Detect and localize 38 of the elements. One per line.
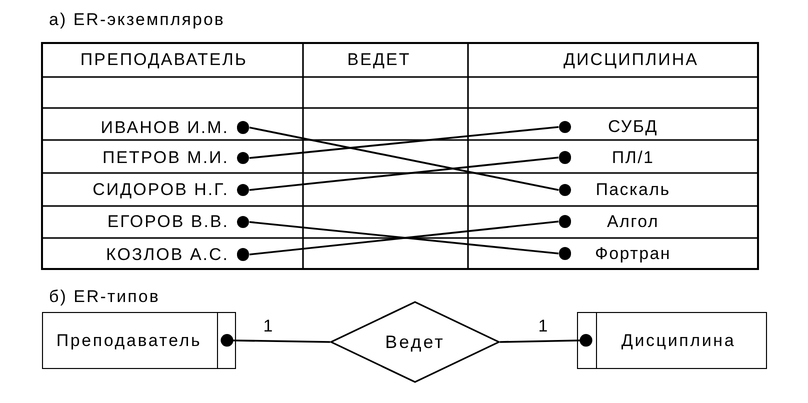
- instance-dot: [558, 120, 572, 134]
- column-header: ВЕДЕТ: [347, 50, 411, 70]
- instance-label: Фортран: [595, 244, 671, 264]
- edge-label: 1: [538, 318, 548, 336]
- edge-label: 1: [263, 318, 273, 336]
- instance-label: СУБД: [608, 117, 658, 137]
- entity-name: Преподаватель: [56, 330, 202, 350]
- relationship-name: Ведет: [385, 332, 445, 352]
- section-title: б) ER-типов: [49, 287, 160, 307]
- instance-label: Алгол: [606, 212, 660, 232]
- instance-dot: [236, 121, 250, 134]
- instance-label: ПЕТРОВ М.И.: [102, 148, 229, 168]
- instance-dot: [236, 184, 250, 196]
- entity-box: [577, 312, 767, 369]
- connector-line: [249, 126, 559, 191]
- section-title: а) ER-экземпляров: [49, 10, 225, 30]
- column-header: ДИСЦИПЛИНА: [564, 50, 698, 70]
- entity-name: Дисциплина: [621, 330, 736, 350]
- connector-line: [220, 333, 330, 348]
- instance-dot: [558, 151, 572, 164]
- connector-line: [249, 126, 559, 159]
- column-header: ПРЕПОДАВАТЕЛЬ: [80, 50, 248, 70]
- instance-dot: [558, 247, 572, 260]
- relationship-diamond: [330, 301, 500, 383]
- instance-label: ПЛ/1: [612, 148, 654, 168]
- instance-label: Паскаль: [596, 180, 670, 200]
- instance-label: ЕГОРОВ В.В.: [107, 212, 229, 232]
- instance-dot: [236, 248, 250, 261]
- instance-label: КОЗЛОВ А.С.: [106, 244, 229, 264]
- entity-box: [42, 312, 236, 369]
- instance-dot: [236, 152, 250, 164]
- instance-dot: [558, 215, 572, 228]
- connector-line: [249, 156, 559, 191]
- connector-line: [500, 333, 594, 348]
- instance-label: ИВАНОВ И.М.: [100, 118, 229, 138]
- instance-dot: [236, 216, 250, 228]
- instance-label: СИДОРОВ Н.Г.: [92, 180, 229, 200]
- instance-dot: [558, 184, 572, 196]
